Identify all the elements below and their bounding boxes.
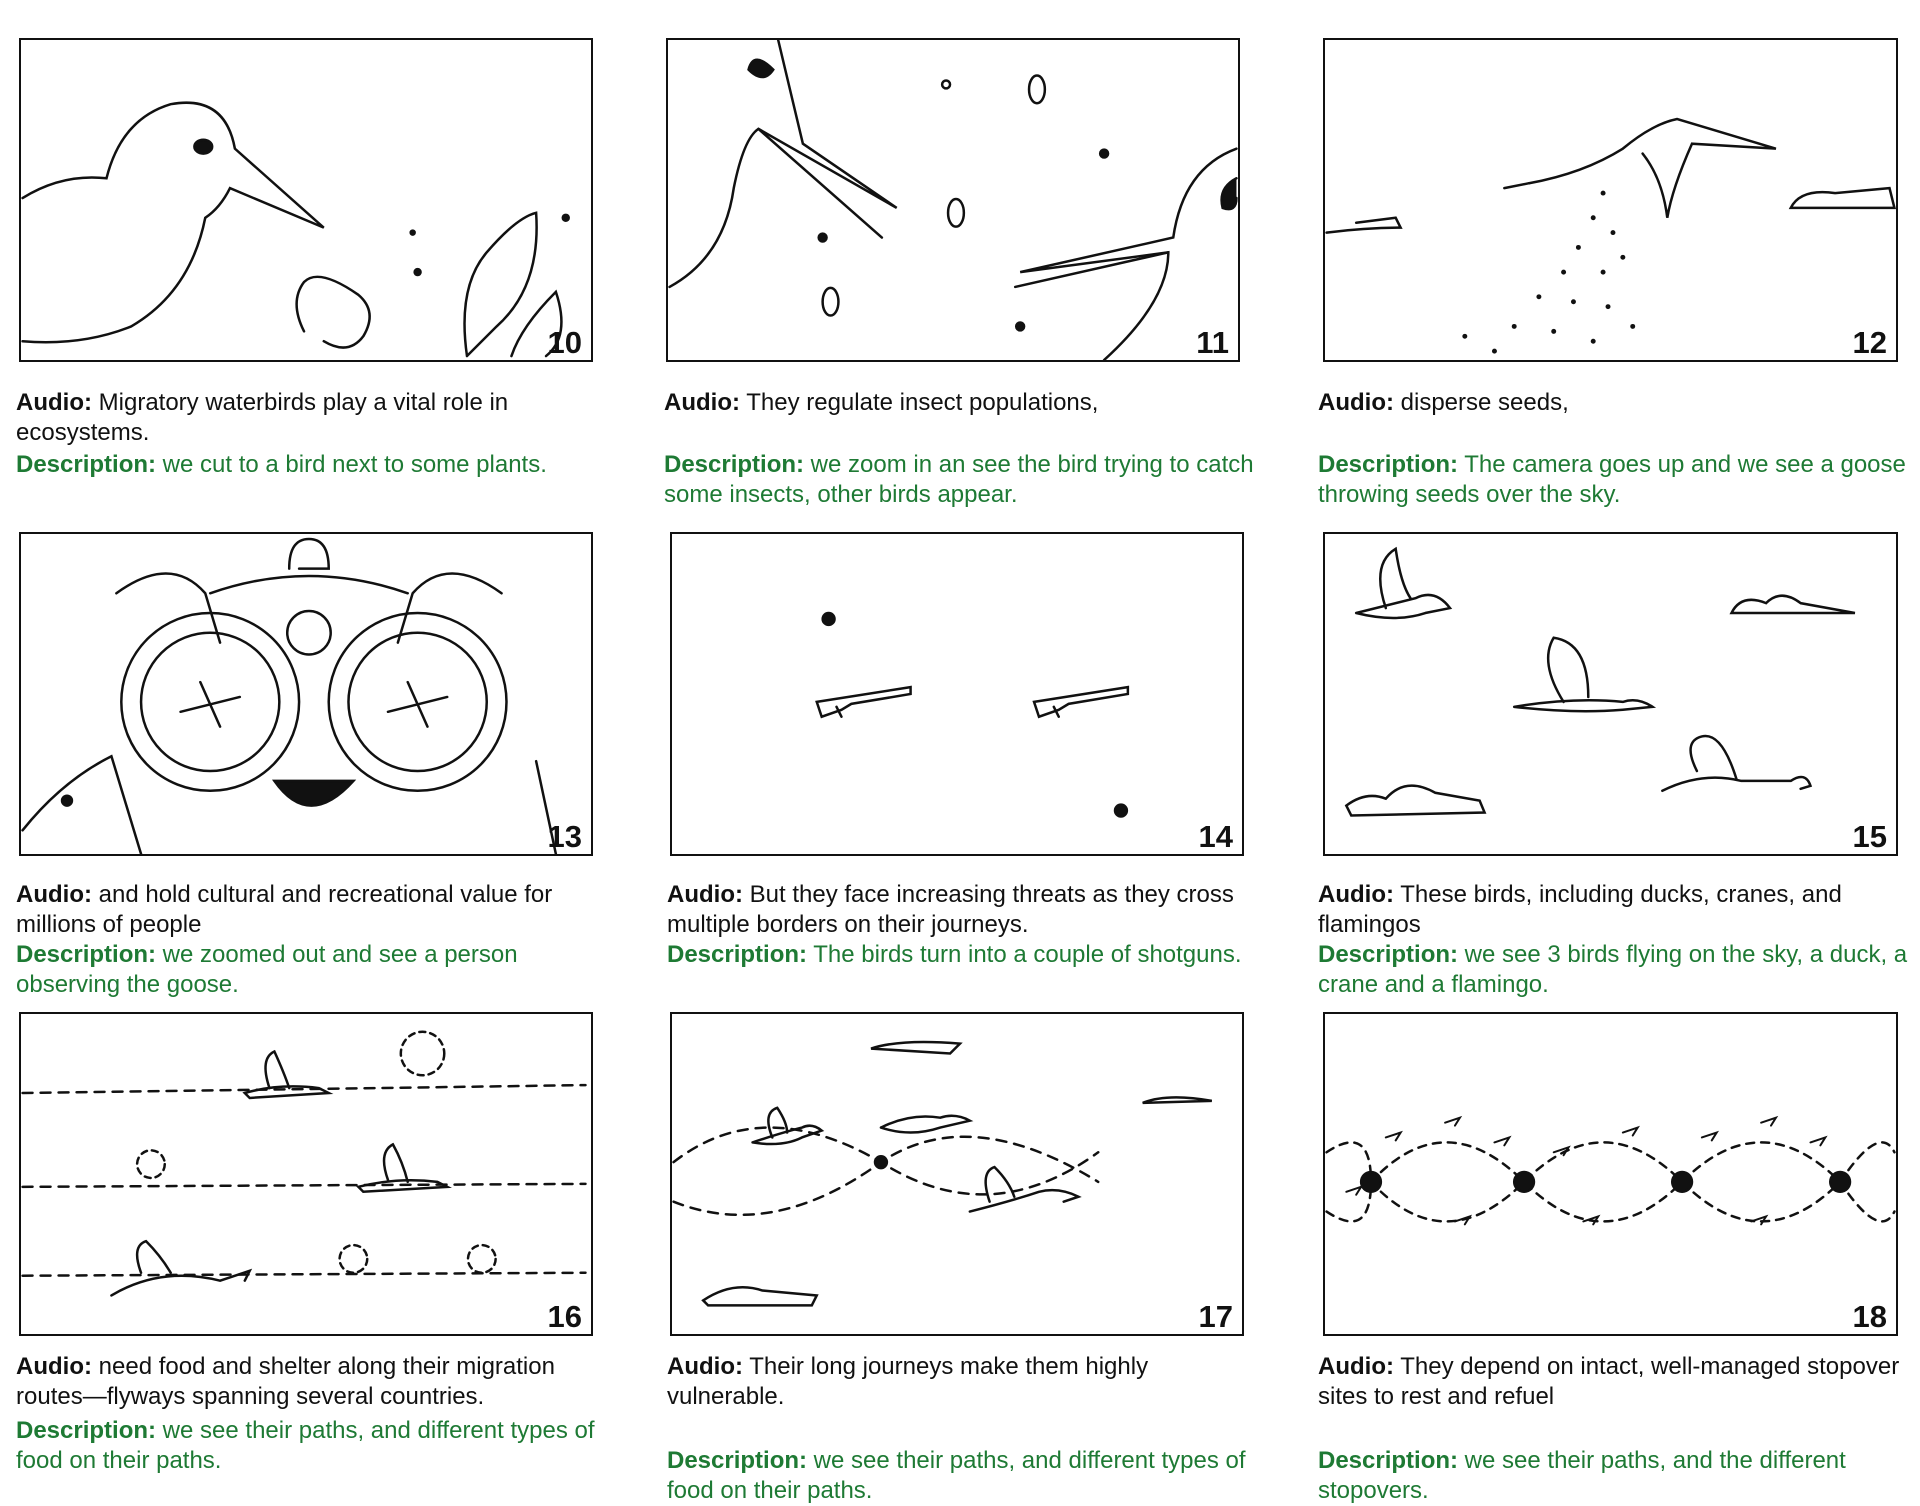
panel-number: 12 [1852, 325, 1887, 360]
description-label: Description: [16, 1417, 157, 1444]
audio-text: need food and shelter along their migrat… [16, 1353, 555, 1410]
audio-label: Audio: [1318, 881, 1394, 908]
duck-crane-flamingo-sketch [1325, 534, 1896, 854]
description-label: Description: [667, 941, 808, 968]
caption-16: Audio: need food and shelter along their… [16, 1352, 606, 1476]
caption-12: Audio: disperse seeds, Description: The … [1318, 388, 1918, 510]
description-text: we see their paths, and different types … [16, 1417, 595, 1474]
audio-label: Audio: [667, 881, 743, 908]
storyboard-panel-15: 15 [1323, 532, 1898, 856]
audio-text: and hold cultural and recreational value… [16, 881, 553, 938]
description-text: we see 3 birds flying on the sky, a duck… [1318, 941, 1908, 998]
migration-paths-with-food-sketch [21, 1014, 591, 1334]
description-label: Description: [1318, 1447, 1459, 1474]
audio-text: disperse seeds, [1393, 389, 1569, 416]
panel-number: 14 [1198, 819, 1233, 854]
storyboard-panel-18: 18 [1323, 1012, 1898, 1336]
audio-label: Audio: [667, 1353, 743, 1380]
description-text: we zoomed out and see a person observing… [16, 941, 518, 998]
caption-13: Audio: and hold cultural and recreationa… [16, 880, 616, 1000]
goose-dispersing-seeds-sketch [1325, 40, 1896, 354]
panel-number: 18 [1852, 1299, 1887, 1334]
storyboard-panel-12: 12 [1323, 38, 1898, 362]
audio-text: Migratory waterbirds play a vital role i… [16, 389, 509, 446]
description-text: we see their paths, and the different st… [1318, 1447, 1846, 1504]
audio-text: These birds, including ducks, cranes, an… [1318, 881, 1842, 938]
storyboard-panel-17: 17 [670, 1012, 1244, 1336]
description-label: Description: [1318, 941, 1459, 968]
birds-catching-insects-sketch [668, 40, 1238, 360]
caption-18: Audio: They depend on intact, well-manag… [1318, 1352, 1918, 1506]
audio-label: Audio: [1318, 1353, 1394, 1380]
caption-17: Audio: Their long journeys make them hig… [667, 1352, 1257, 1506]
audio-text: They regulate insect populations, [739, 389, 1099, 416]
description-text: we see their paths, and different types … [667, 1447, 1246, 1504]
audio-label: Audio: [16, 389, 92, 416]
audio-label: Audio: [16, 881, 92, 908]
description-label: Description: [16, 451, 157, 478]
storyboard-panel-10: 10 [19, 38, 593, 362]
audio-text: But they face increasing threats as they… [667, 881, 1234, 938]
audio-label: Audio: [1318, 389, 1394, 416]
description-text: we cut to a bird next to some plants. [156, 451, 547, 478]
description-text: The camera goes up and we see a goose th… [1318, 451, 1906, 508]
storyboard-panel-16: 16 [19, 1012, 593, 1336]
panel-number: 16 [547, 1299, 582, 1334]
audio-text: They depend on intact, well-managed stop… [1318, 1353, 1900, 1410]
caption-14: Audio: But they face increasing threats … [667, 880, 1267, 970]
panel-number: 17 [1198, 1299, 1233, 1334]
description-label: Description: [16, 941, 157, 968]
audio-label: Audio: [16, 1353, 92, 1380]
shotguns-sketch [672, 534, 1242, 854]
description-text: The birds turn into a couple of shotguns… [807, 941, 1242, 968]
storyboard-panel-11: 11 [666, 38, 1240, 362]
bird-with-plants-sketch [21, 40, 591, 360]
caption-15: Audio: These birds, including ducks, cra… [1318, 880, 1918, 1000]
description-label: Description: [664, 451, 805, 478]
description-label: Description: [667, 1447, 808, 1474]
panel-number: 10 [547, 325, 582, 360]
caption-11: Audio: They regulate insect populations,… [664, 388, 1254, 510]
panel-number: 13 [547, 819, 582, 854]
caption-10: Audio: Migratory waterbirds play a vital… [16, 388, 606, 480]
storyboard-panel-13: 13 [19, 532, 593, 856]
person-with-binoculars-sketch [21, 534, 591, 854]
description-label: Description: [1318, 451, 1459, 478]
storyboard-panel-14: 14 [670, 532, 1244, 856]
audio-text: Their long journeys make them highly vul… [667, 1353, 1149, 1410]
panel-number: 15 [1852, 819, 1887, 854]
stopover-sites-sketch [1325, 1014, 1896, 1334]
audio-label: Audio: [664, 389, 740, 416]
description-text: we zoom in an see the bird trying to cat… [664, 451, 1254, 508]
panel-number: 11 [1196, 325, 1229, 360]
crossing-migration-paths-sketch [672, 1014, 1242, 1334]
